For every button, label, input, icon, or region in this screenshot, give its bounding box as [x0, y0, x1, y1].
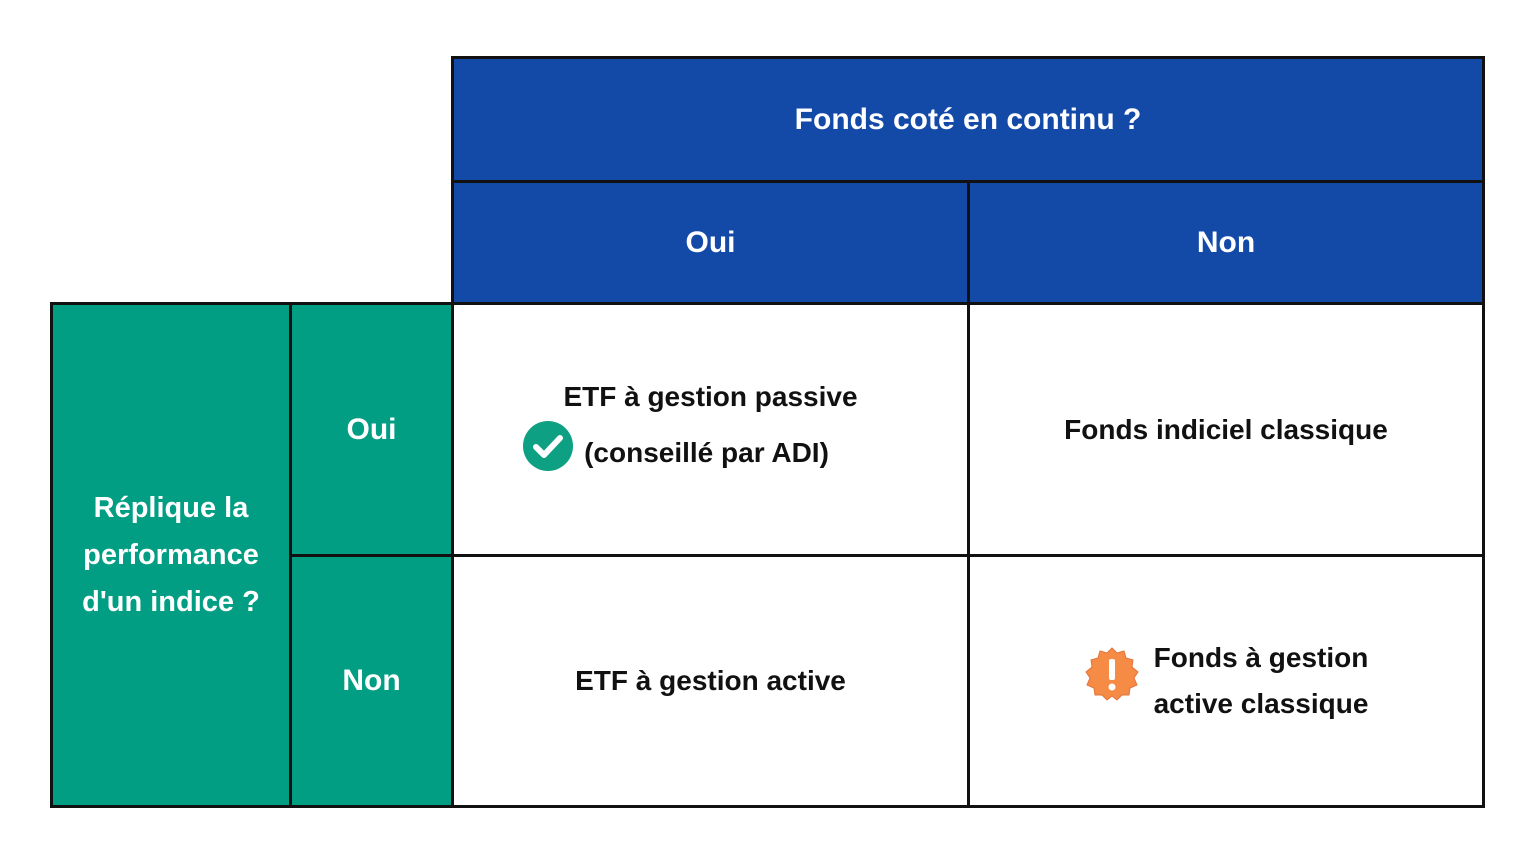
column-header-label: Fonds coté en continu ?: [794, 102, 1142, 136]
column-header: Fonds coté en continu ?: [451, 56, 1485, 183]
row-header: Réplique la performance d'un indice ?: [50, 302, 292, 808]
cell-line: ETF à gestion active: [575, 665, 846, 696]
row-header-line: d'un indice ?: [82, 585, 260, 618]
column-option-oui: Oui: [451, 180, 970, 305]
row-option-label: Oui: [346, 412, 397, 446]
check-circle-icon: [522, 420, 574, 486]
row-option-oui: Oui: [289, 302, 454, 557]
column-option-label: Non: [1196, 225, 1256, 259]
cell-line: active classique: [1153, 688, 1369, 719]
cell-line: (conseillé par ADI): [584, 436, 829, 468]
row-header-line: Réplique la: [93, 491, 249, 524]
column-option-label: Oui: [685, 225, 736, 259]
cell-line: Fonds indiciel classique: [1064, 413, 1388, 445]
row-option-non: Non: [289, 554, 454, 808]
column-option-non: Non: [967, 180, 1485, 305]
row-header-line: performance: [83, 538, 259, 571]
row-option-label: Non: [342, 664, 401, 697]
cell-line: Fonds à gestion: [1153, 642, 1369, 673]
warning-badge-icon: [1084, 646, 1140, 716]
cell-line: ETF à gestion passive: [563, 380, 858, 412]
cell-active-fund: Fonds à gestion active classique: [967, 554, 1485, 808]
cell-active-etf: ETF à gestion active: [451, 554, 970, 808]
cell-index-fund: Fonds indiciel classique: [967, 302, 1485, 557]
cell-passive-etf: ETF à gestion passive (conseillé par ADI…: [451, 302, 970, 557]
